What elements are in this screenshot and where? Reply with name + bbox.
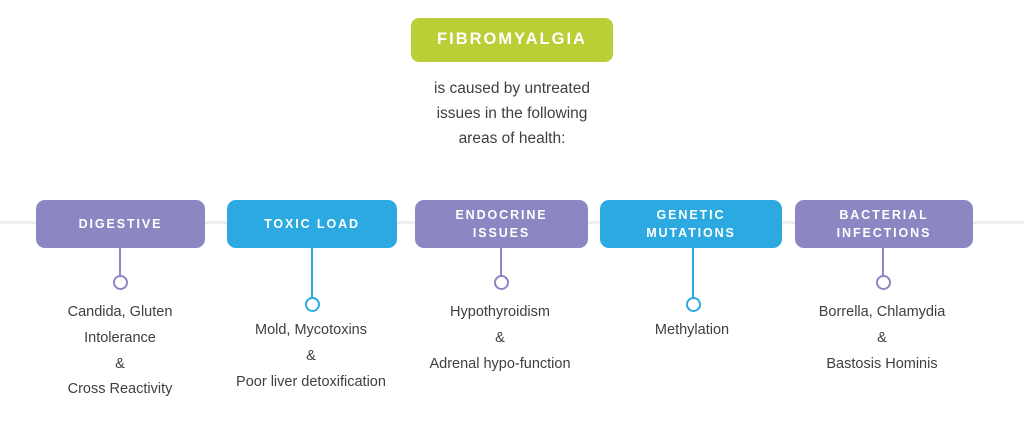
- category-row: DIGESTIVE TOXIC LOAD ENDOCRINE ISSUES GE…: [0, 200, 1024, 248]
- connector-stem-digestive: [119, 247, 121, 277]
- detail-line: Bastosis Hominis: [826, 355, 938, 372]
- detail-ampersand: &: [495, 329, 505, 346]
- detail-line: Methylation: [654, 322, 730, 338]
- category-label-bacterial-infections: BACTERIAL INFECTIONS: [837, 206, 932, 242]
- detail-ampersand: &: [877, 329, 887, 346]
- category-label-line-2: MUTATIONS: [646, 226, 736, 240]
- category-box-digestive[interactable]: DIGESTIVE: [36, 200, 205, 248]
- category-label-line-1: ENDOCRINE: [455, 207, 548, 222]
- detail-ampersand: &: [115, 355, 125, 372]
- connector-stem-bacterial-infections: [882, 247, 884, 277]
- category-box-endocrine-issues[interactable]: ENDOCRINE ISSUES: [415, 200, 588, 248]
- root-node: FIBROMYALGIA is caused by untreated issu…: [0, 18, 1024, 151]
- detail-line: Cross Reactivity: [67, 381, 173, 398]
- connector-stem-genetic-mutations: [692, 247, 694, 299]
- detail-line: Mold, Mycotoxins: [254, 322, 367, 338]
- detail-line: Candida, Gluten: [67, 304, 173, 320]
- category-label-toxic-load: TOXIC LOAD: [264, 216, 360, 231]
- detail-text-toxic-load: Mold, Mycotoxins & Poor liver detoxifica…: [206, 318, 416, 395]
- root-caption: is caused by untreated issues in the fol…: [434, 79, 590, 147]
- category-label-line-2: INFECTIONS: [836, 226, 932, 240]
- category-box-bacterial-infections[interactable]: BACTERIAL INFECTIONS: [795, 200, 973, 248]
- category-label-line-1: BACTERIAL: [839, 207, 929, 222]
- connector-node-genetic-mutations: [686, 297, 701, 312]
- category-label-digestive: DIGESTIVE: [78, 216, 163, 231]
- detail-line: Adrenal hypo-function: [429, 355, 571, 372]
- category-box-genetic-mutations[interactable]: GENETIC MUTATIONS: [600, 200, 782, 248]
- detail-line: Poor liver detoxification: [236, 373, 386, 390]
- detail-line: Intolerance: [84, 329, 156, 346]
- detail-text-endocrine-issues: Hypothyroidism & Adrenal hypo-function: [396, 300, 604, 377]
- detail-text-bacterial-infections: Borrella, Chlamydia & Bastosis Hominis: [782, 300, 982, 377]
- category-label-genetic-mutations: GENETIC MUTATIONS: [646, 206, 736, 242]
- connector-stem-endocrine-issues: [500, 247, 502, 277]
- connector-stem-toxic-load: [311, 247, 313, 299]
- detail-line: Hypothyroidism: [450, 304, 550, 320]
- detail-text-digestive: Candida, Gluten Intolerance & Cross Reac…: [20, 300, 220, 403]
- detail-text-genetic-mutations: Methylation: [592, 318, 792, 344]
- detail-ampersand: &: [306, 347, 316, 364]
- connector-node-bacterial-infections: [876, 275, 891, 290]
- connector-node-endocrine-issues: [494, 275, 509, 290]
- category-label-endocrine-issues: ENDOCRINE ISSUES: [455, 206, 547, 242]
- connector-node-digestive: [113, 275, 128, 290]
- detail-line: Borrella, Chlamydia: [818, 304, 946, 320]
- category-box-toxic-load[interactable]: TOXIC LOAD: [227, 200, 397, 248]
- category-label-line-1: GENETIC: [656, 207, 726, 222]
- fibromyalgia-badge: FIBROMYALGIA: [411, 18, 613, 62]
- connector-node-toxic-load: [305, 297, 320, 312]
- category-label-line-2: ISSUES: [472, 226, 531, 240]
